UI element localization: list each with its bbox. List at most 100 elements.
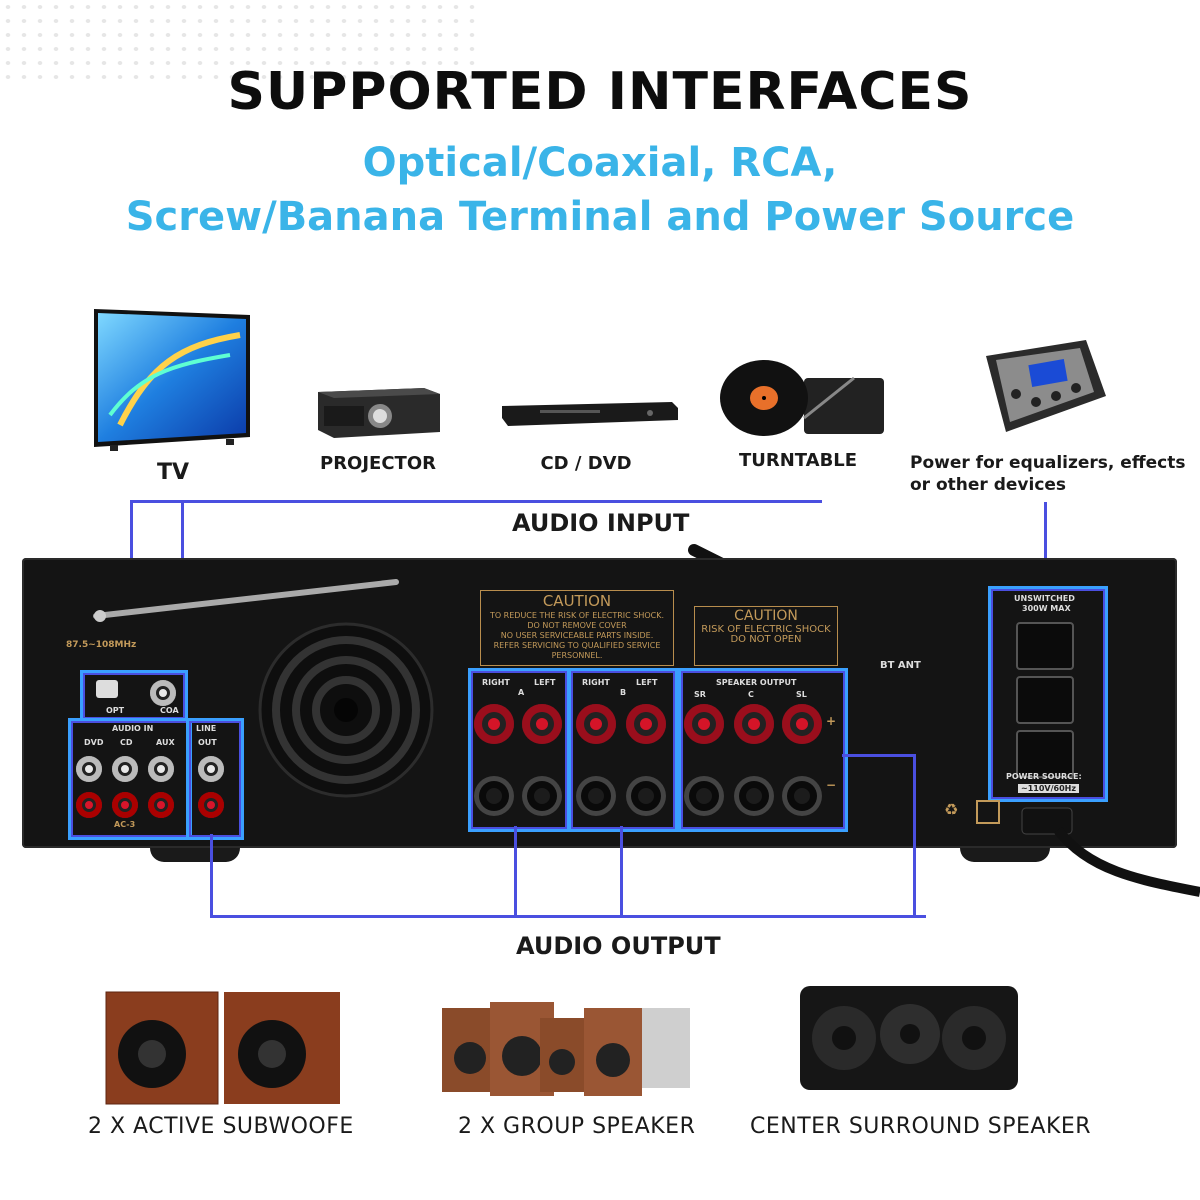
- line-out-right-rca[interactable]: [198, 792, 224, 818]
- cooling-fan: [256, 620, 436, 800]
- output-side-surround: [842, 754, 916, 757]
- caution-line3: NO USER SERVICEABLE PARTS INSIDE.: [500, 631, 654, 640]
- tv-image: [90, 305, 254, 453]
- speaker-a-left-pos[interactable]: [522, 704, 562, 744]
- power-devices-line1: Power for equalizers, effects: [910, 453, 1186, 473]
- line-out-left-rca[interactable]: [198, 756, 224, 782]
- page-title: SUPPORTED INTERFACES: [227, 62, 973, 122]
- line-label: LINE: [196, 724, 217, 733]
- c-label: C: [748, 690, 754, 699]
- group-speaker-image: [438, 998, 692, 1098]
- c-neg[interactable]: [734, 776, 774, 816]
- caution-title: CAUTION: [542, 592, 612, 610]
- power-source-label: POWER SOURCE:: [1006, 772, 1082, 781]
- minus-label: −: [826, 778, 837, 792]
- speaker-a-label: A: [518, 688, 525, 697]
- line-out-box: [186, 718, 244, 840]
- power-cord: [1018, 800, 1200, 900]
- aux-right-rca[interactable]: [148, 792, 174, 818]
- cd-right-rca[interactable]: [112, 792, 138, 818]
- audio-input-label: AUDIO INPUT: [512, 509, 690, 537]
- speaker-b-right-neg[interactable]: [576, 776, 616, 816]
- caution2-line1: RISK OF ELECTRIC SHOCK: [701, 624, 831, 635]
- subwoofer-label: 2 X ACTIVE SUBWOOFE: [88, 1114, 354, 1139]
- aux-label: AUX: [156, 738, 175, 747]
- tv-label: TV: [156, 460, 190, 485]
- turntable-label: TURNTABLE: [738, 450, 858, 471]
- caution-line1: TO REDUCE THE RISK OF ELECTRIC SHOCK.: [489, 611, 665, 620]
- speaker-b-label: B: [620, 688, 627, 697]
- power-devices-line2: or other devices: [910, 475, 1067, 495]
- projector-label: PROJECTOR: [320, 453, 436, 474]
- unswitched-label: UNSWITCHED: [1014, 594, 1075, 603]
- cd-dvd-player-image: [500, 398, 680, 428]
- turntable-image: [714, 358, 886, 444]
- page-subtitle-line1: Optical/Coaxial, RCA,: [362, 140, 838, 186]
- speaker-a-right-neg[interactable]: [474, 776, 514, 816]
- opt-label: OPT: [106, 706, 125, 715]
- caution-label-main: CAUTION TO REDUCE THE RISK OF ELECTRIC S…: [480, 590, 674, 666]
- double-insulation-icon: [976, 800, 1000, 824]
- audio-in-box: [68, 718, 192, 840]
- output-drop-a: [514, 826, 517, 918]
- ac3-label: AC-3: [114, 820, 136, 829]
- outlet-3[interactable]: [1016, 730, 1074, 778]
- caution-line2: DO NOT REMOVE COVER: [527, 621, 627, 630]
- out-label: OUT: [198, 738, 217, 747]
- cd-label: CD: [120, 738, 133, 747]
- surround-output-box: [678, 668, 848, 832]
- group-speaker-label: 2 X GROUP SPEAKER: [458, 1114, 696, 1139]
- c-pos[interactable]: [734, 704, 774, 744]
- subwoofer-pair-image: [104, 988, 344, 1108]
- caution-label-shock: CAUTION RISK OF ELECTRIC SHOCK DO NOT OP…: [694, 606, 838, 666]
- speaker-output-label: SPEAKER OUTPUT: [716, 678, 797, 687]
- center-speaker-image: [798, 980, 1022, 1098]
- foot-left: [150, 848, 240, 862]
- voltage-label: ~110V/60Hz: [1018, 784, 1079, 793]
- sr-label: SR: [694, 690, 706, 699]
- sr-neg[interactable]: [684, 776, 724, 816]
- sl-label: SL: [796, 690, 807, 699]
- sr-pos[interactable]: [684, 704, 724, 744]
- sl-pos[interactable]: [782, 704, 822, 744]
- page-subtitle-line2: Screw/Banana Terminal and Power Source: [125, 194, 1075, 240]
- bt-ant-label: BT ANT: [880, 660, 921, 671]
- fm-band-label: 87.5~108MHz: [66, 640, 137, 650]
- speaker-b-right-pos[interactable]: [576, 704, 616, 744]
- decorative-dots: [0, 0, 480, 80]
- audio-in-label: AUDIO IN: [112, 724, 154, 733]
- speaker-b-left-pos[interactable]: [626, 704, 666, 744]
- cd-left-rca[interactable]: [112, 756, 138, 782]
- speaker-b-left-neg[interactable]: [626, 776, 666, 816]
- output-drop-b: [620, 826, 623, 918]
- power-outlet-box: [988, 586, 1108, 802]
- sl-neg[interactable]: [782, 776, 822, 816]
- caution-line5: PERSONNEL.: [551, 651, 603, 660]
- dvd-right-rca[interactable]: [76, 792, 102, 818]
- speaker-b-box: [568, 668, 678, 832]
- power-drop-line: [1044, 502, 1047, 590]
- audio-input-line-top: [130, 500, 822, 503]
- cd-dvd-label: CD / DVD: [540, 453, 632, 474]
- max-power-label: 300W MAX: [1022, 604, 1071, 613]
- dvd-left-rca[interactable]: [76, 756, 102, 782]
- speaker-a-left-neg[interactable]: [522, 776, 562, 816]
- fm-antenna: [90, 574, 410, 624]
- weee-recycle-icon: ♻: [944, 800, 959, 819]
- optical-input-port[interactable]: [96, 680, 118, 698]
- projector-image: [314, 384, 444, 440]
- speaker-a-right-label: RIGHT: [482, 678, 510, 687]
- plus-label: +: [826, 714, 837, 728]
- effects-unit-image: [976, 336, 1108, 436]
- caution-line4: REFER SERVICING TO QUALIFIED SERVICE: [493, 641, 661, 650]
- dvd-label: DVD: [84, 738, 104, 747]
- foot-right: [960, 848, 1050, 862]
- outlet-1[interactable]: [1016, 622, 1074, 670]
- coa-label: COA: [160, 706, 179, 715]
- aux-left-rca[interactable]: [148, 756, 174, 782]
- speaker-a-left-label: LEFT: [534, 678, 556, 687]
- outlet-2[interactable]: [1016, 676, 1074, 724]
- coaxial-input-port[interactable]: [150, 680, 176, 706]
- speaker-a-right-pos[interactable]: [474, 704, 514, 744]
- output-drop-lineout: [210, 834, 213, 918]
